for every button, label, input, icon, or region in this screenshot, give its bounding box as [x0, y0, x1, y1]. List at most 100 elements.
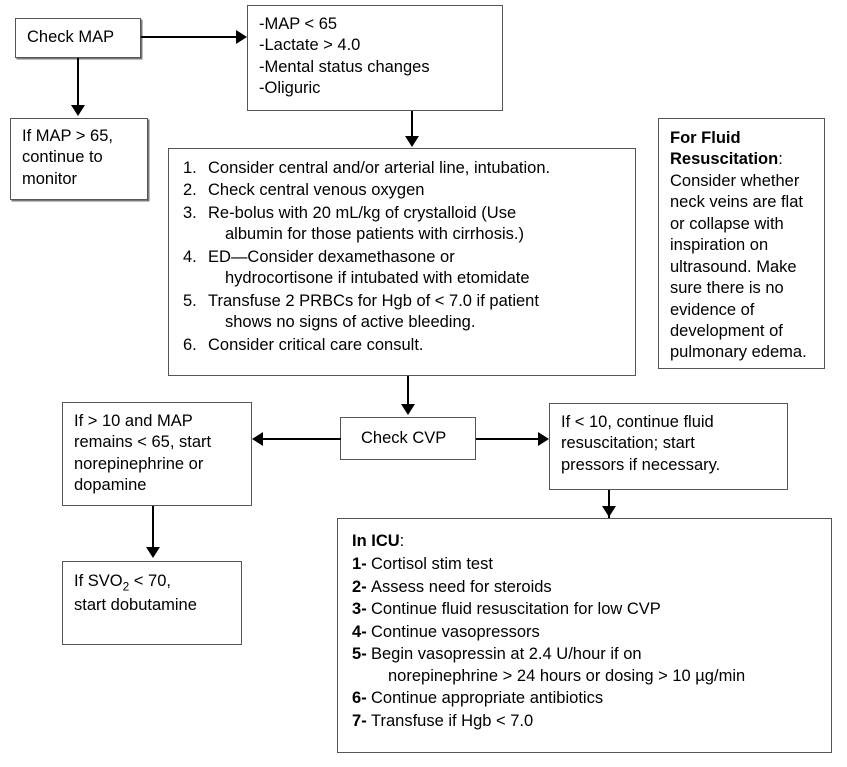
connector-low-to-icu: [608, 490, 610, 518]
criteria-item-mental-status: -Mental status changes: [259, 57, 430, 76]
icu-num-1: 1-: [352, 555, 367, 574]
node-in-icu-body: In ICU: 1- Cortisol stim test 2- Assess …: [338, 519, 831, 739]
node-fluid-resuscitation-note[interactable]: For Fluid Resuscitation: Consider whethe…: [658, 118, 825, 369]
node-fluid-note-body: For Fluid Resuscitation: Consider whethe…: [659, 119, 824, 370]
list-item: 7- Transfuse if Hgb < 7.0: [352, 711, 823, 732]
cvp-high-line-1: If > 10 and MAP: [74, 412, 193, 430]
action-num-1: 1.: [183, 159, 197, 177]
list-item: 4- Continue vasopressors: [352, 622, 823, 643]
list-item: 4. ED—Consider dexamethasone or hydrocor…: [183, 247, 627, 290]
node-cvp-high-text: If > 10 and MAP remains < 65, start nore…: [63, 403, 251, 503]
node-initial-actions-body: 1. Consider central and/or arterial line…: [169, 149, 635, 363]
list-item: 5. Transfuse 2 PRBCs for Hgb of < 7.0 if…: [183, 291, 627, 334]
node-cvp-low[interactable]: If < 10, continue fluid resuscitation; s…: [549, 403, 788, 490]
svo2-label-post: < 70,: [129, 572, 171, 590]
icu-num-7: 7-: [352, 711, 367, 730]
icu-text-6: Continue appropriate antibiotics: [371, 689, 604, 708]
svo2-label-pre: If SVO: [74, 572, 123, 590]
icu-num-2: 2-: [352, 577, 367, 596]
node-cvp-low-text: If < 10, continue fluid resuscitation; s…: [550, 404, 787, 482]
icu-list: 1- Cortisol stim test 2- Assess need for…: [352, 554, 823, 732]
node-sepsis-criteria-text: -MAP < 65 -Lactate > 4.0 -Mental status …: [248, 6, 502, 106]
action-text-3-cont: albumin for those patients with cirrhosi…: [225, 225, 524, 244]
cvp-high-line-3: norepinephrine or: [74, 454, 204, 473]
action-num-6: 6.: [183, 335, 197, 354]
node-check-map[interactable]: Check MAP: [15, 18, 141, 58]
node-cvp-high[interactable]: If > 10 and MAP remains < 65, start nore…: [62, 402, 252, 506]
arrowhead-low-to-icu: [602, 506, 616, 517]
icu-num-5: 5-: [352, 645, 367, 664]
list-item: 1. Consider central and/or arterial line…: [183, 158, 627, 179]
action-num-3: 3.: [183, 203, 197, 222]
icu-text-5-cont: norepinephrine > 24 hours or dosing > 10…: [388, 666, 746, 685]
action-num-2: 2.: [183, 181, 197, 200]
connector-cvp-to-low: [476, 438, 540, 440]
connector-criteria-to-actions: [411, 111, 413, 139]
node-check-cvp[interactable]: Check CVP: [340, 417, 476, 460]
node-map-normal-text: If MAP > 65, continue to monitor: [11, 119, 147, 196]
svo2-line-2: start dobutamine: [74, 595, 197, 614]
cvp-high-line-4: dopamine: [74, 476, 147, 495]
action-text-4-cont: hydrocortisone if intubated with etomida…: [225, 269, 530, 288]
action-text-2: Check central venous oxygen: [208, 181, 425, 200]
arrowhead-criteria-to-actions: [405, 136, 419, 147]
criteria-item-oliguric: -Oliguric: [259, 79, 321, 98]
arrowhead-cvp-to-high: [252, 432, 263, 446]
action-text-5-cont: shows no signs of active bleeding.: [225, 313, 476, 332]
arrowhead-cvp-to-low: [538, 432, 549, 446]
node-initial-actions[interactable]: 1. Consider central and/or arterial line…: [168, 148, 636, 376]
icu-text-3: Continue fluid resuscitation for low CVP: [371, 600, 661, 619]
action-text-4: ED—Consider dexamethasone or: [208, 247, 455, 266]
node-svo2-dobutamine[interactable]: If SVO2 < 70, start dobutamine: [62, 561, 242, 645]
criteria-item-map: -MAP < 65: [259, 15, 338, 33]
arrowhead-high-to-svo2: [146, 547, 160, 558]
arrowhead-map-to-monitor: [71, 105, 85, 116]
icu-text-7: Transfuse if Hgb < 7.0: [371, 711, 534, 730]
cvp-low-line-1: If < 10, continue fluid: [561, 413, 714, 431]
icu-heading-suffix: :: [399, 532, 405, 550]
connector-map-to-monitor: [77, 58, 79, 107]
list-item: 6- Continue appropriate antibiotics: [352, 688, 823, 709]
criteria-item-lactate: -Lactate > 4.0: [259, 36, 361, 55]
node-sepsis-criteria[interactable]: -MAP < 65 -Lactate > 4.0 -Mental status …: [247, 5, 503, 111]
node-map-normal[interactable]: If MAP > 65, continue to monitor: [10, 118, 148, 200]
arrowhead-map-to-criteria: [236, 30, 247, 44]
list-item: 3- Continue fluid resuscitation for low …: [352, 599, 823, 620]
list-item: 3. Re-bolus with 20 mL/kg of crystalloid…: [183, 203, 627, 246]
svo2-line-1: If SVO2 < 70,: [74, 571, 232, 595]
node-map-normal-line-3: monitor: [22, 169, 78, 188]
icu-heading: In ICU: [352, 532, 400, 550]
list-item: 2. Check central venous oxygen: [183, 180, 627, 201]
icu-text-5: Begin vasopressin at 2.4 U/hour if on: [371, 645, 642, 664]
node-map-normal-line-1: If MAP > 65,: [22, 127, 113, 145]
connector-high-to-svo2: [152, 506, 154, 549]
connector-actions-to-cvp: [407, 376, 409, 406]
initial-actions-list: 1. Consider central and/or arterial line…: [183, 158, 627, 356]
node-in-icu[interactable]: In ICU: 1- Cortisol stim test 2- Assess …: [337, 518, 832, 753]
fluid-note-heading-suffix: :: [778, 150, 783, 169]
cvp-low-line-3: pressors if necessary.: [561, 455, 721, 474]
icu-heading-row: In ICU:: [352, 531, 823, 552]
connector-cvp-to-high: [262, 438, 341, 440]
action-text-6: Consider critical care consult.: [208, 335, 424, 354]
icu-num-3: 3-: [352, 600, 367, 619]
action-text-5: Transfuse 2 PRBCs for Hgb of < 7.0 if pa…: [208, 291, 539, 310]
node-map-normal-line-2: continue to: [22, 148, 103, 167]
action-text-1: Consider central and/or arterial line, i…: [208, 159, 551, 177]
icu-text-4: Continue vasopressors: [371, 622, 540, 641]
icu-text-1: Cortisol stim test: [371, 555, 493, 574]
arrowhead-actions-to-cvp: [401, 404, 415, 415]
icu-num-4: 4-: [352, 622, 367, 641]
fluid-note-heading: For Fluid Resuscitation: [670, 129, 779, 169]
icu-num-6: 6-: [352, 689, 367, 708]
node-check-cvp-label: Check CVP: [361, 429, 447, 447]
connector-map-to-criteria: [141, 36, 238, 38]
icu-text-2: Assess need for steroids: [371, 577, 552, 596]
cvp-high-line-2: remains < 65, start: [74, 433, 212, 452]
list-item: 5- Begin vasopressin at 2.4 U/hour if on…: [352, 644, 823, 687]
list-item: 1- Cortisol stim test: [352, 554, 823, 575]
node-svo2-text: If SVO2 < 70, start dobutamine: [63, 562, 241, 622]
list-item: 6. Consider critical care consult.: [183, 335, 627, 356]
action-text-3: Re-bolus with 20 mL/kg of crystalloid (U…: [208, 203, 517, 222]
